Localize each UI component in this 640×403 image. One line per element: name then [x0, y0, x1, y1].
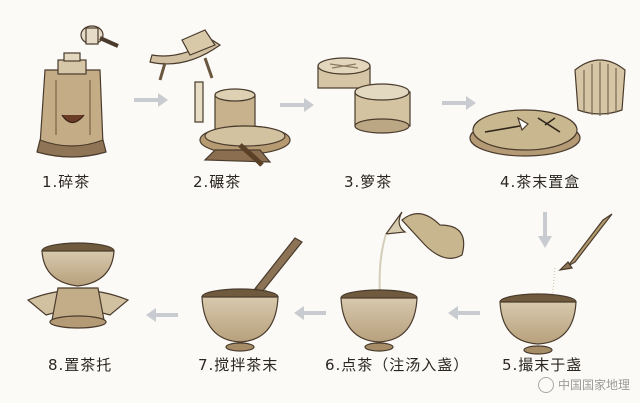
arrow-7-8: [146, 308, 178, 322]
tray-illustration: [469, 59, 626, 157]
roller-illustration: [149, 29, 291, 167]
step-1-label: 1.碎茶: [42, 173, 91, 191]
arrow-5-6: [448, 306, 480, 320]
bowl-spoon-illustration: [499, 213, 613, 355]
step-4-label: 4.茶末置盒: [500, 173, 581, 191]
mortar-illustration: [36, 25, 119, 158]
sieve-illustration: [317, 57, 411, 134]
arrow-6-7: [294, 306, 326, 320]
step-5-label: 5.撮末于盏: [502, 356, 583, 374]
step-6-label: 6.点茶（注汤入盏）: [325, 356, 470, 374]
step-7-label: 7.搅拌茶末: [198, 356, 279, 374]
arrow-3-4: [442, 96, 476, 110]
cup-stand-illustration: [26, 242, 130, 329]
whisk-bowl-illustration: [201, 237, 303, 352]
flow-arrows: [134, 93, 552, 322]
wechat-icon: [537, 376, 554, 393]
arrow-1-2: [134, 93, 168, 107]
step-3-label: 3.箩茶: [344, 173, 393, 191]
step-8-label: 8.置茶托: [48, 356, 113, 374]
watermark-text: 中国国家地理: [557, 378, 630, 392]
arrow-4-5: [538, 212, 552, 248]
watermark: 中国国家地理: [537, 376, 630, 393]
step-2-label: 2.碾茶: [193, 173, 242, 191]
arrow-2-3: [280, 98, 314, 112]
ewer-bowl-illustration: [340, 211, 465, 352]
